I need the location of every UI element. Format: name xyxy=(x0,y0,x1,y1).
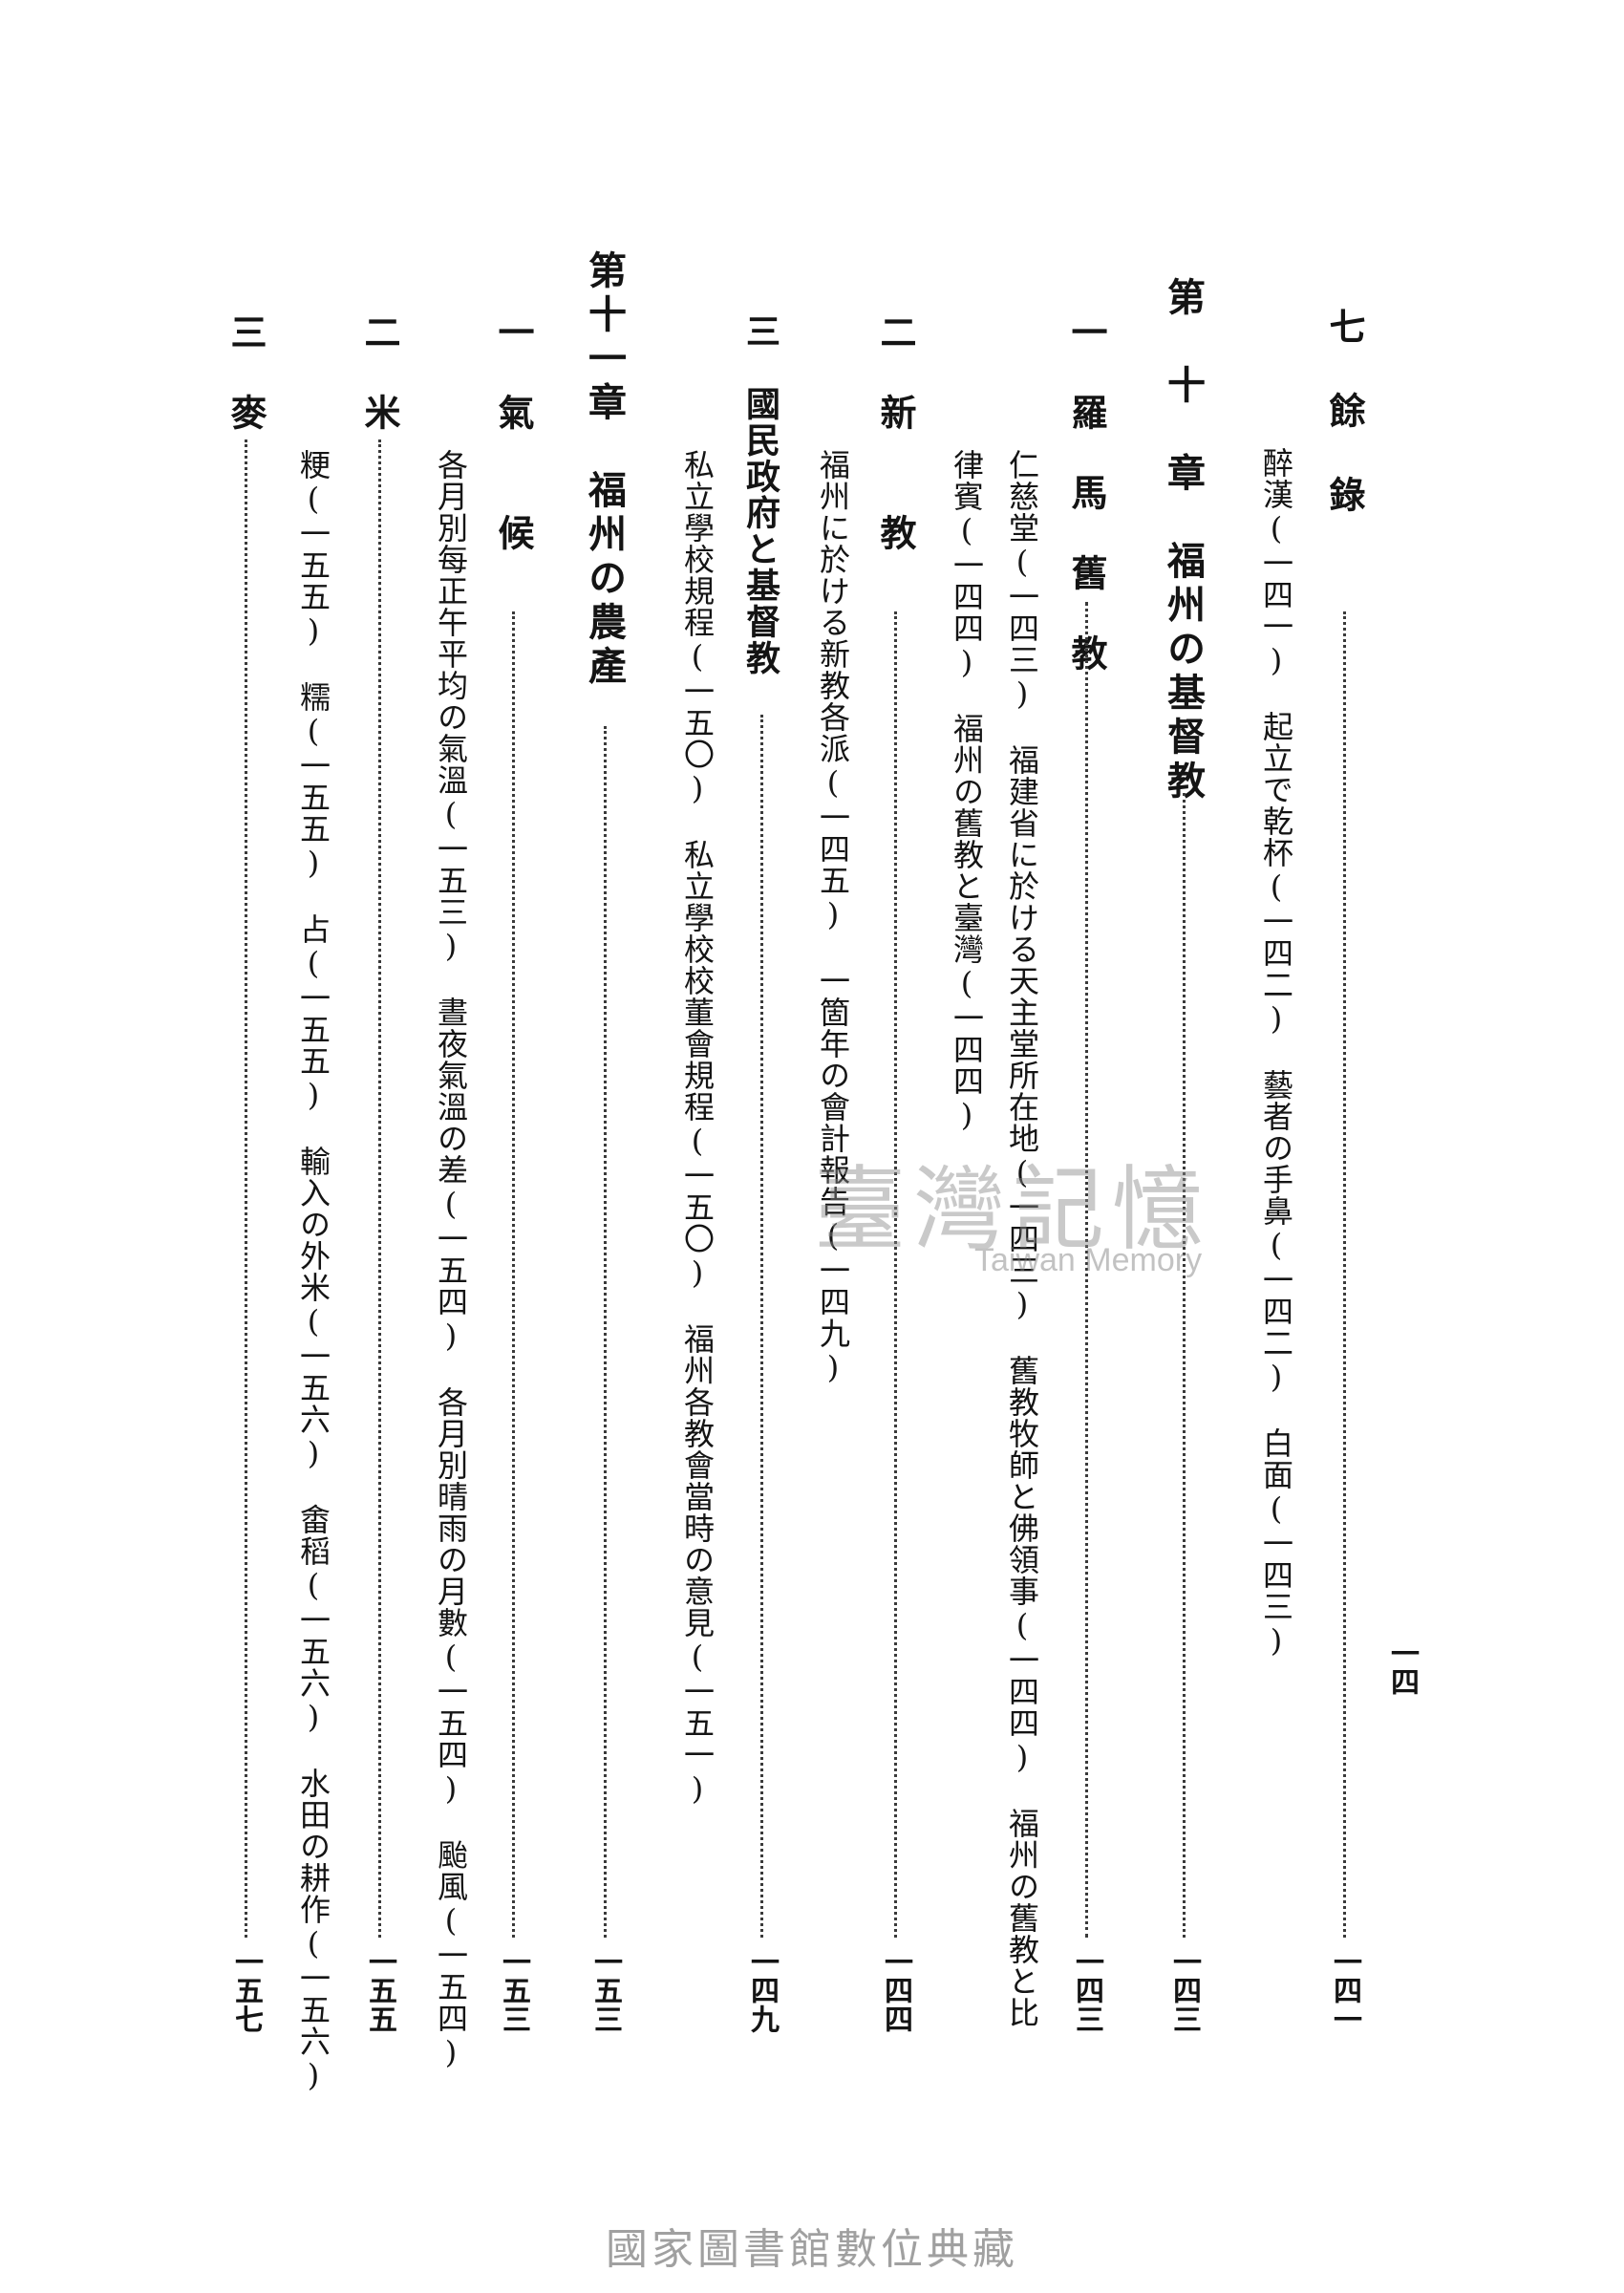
toc-entry-page: 一五七 xyxy=(229,1947,263,2033)
toc-entry-page: 一四九 xyxy=(745,1947,779,2033)
toc-entry-page: 一五三 xyxy=(588,1947,622,2033)
page-number: 一四 xyxy=(1385,1639,1419,1696)
toc-section-title: 三 麥 xyxy=(224,313,267,434)
toc-chapter-title: 第 十 章 福州の基督教 xyxy=(1161,277,1206,804)
toc-leader-dots xyxy=(1343,611,1346,1938)
toc-leader-dots xyxy=(512,611,515,1938)
toc-section-title: 二 米 xyxy=(358,313,401,434)
toc-section-title: 二 新 教 xyxy=(874,313,917,554)
toc-section-title: 一 氣 候 xyxy=(492,313,535,554)
toc-subentries: 福州に於ける新教各派(一四五) 一箇年の會計報告(一四九) xyxy=(815,449,851,1386)
toc-leader-dots xyxy=(894,611,897,1938)
toc-entry-page: 一四一 xyxy=(1328,1947,1361,2033)
toc-subentries: 醉漢(一四一) 起立で乾杯(一四二) 藝者の手鼻(一四二) 白面(一四三) xyxy=(1258,447,1294,1660)
toc-subentries: 仁慈堂(一四三) 福建省に於ける天主堂所在地(一四三) 舊教牧師と佛領事(一四四… xyxy=(1004,449,1040,2028)
toc-chapter-title: 第十一章 福州の農產 xyxy=(582,250,627,690)
footer-archive-label: 國家圖書館數位典藏 xyxy=(606,2225,1018,2274)
toc-subentries: 各月別每正午平均の氣溫(一五三) 晝夜氣溫の差(一五四) 各月別晴雨の月數(一五… xyxy=(433,449,469,2071)
toc-leader-dots xyxy=(245,439,247,1938)
toc-leader-dots xyxy=(1085,602,1088,1938)
toc-entry-page: 一五五 xyxy=(363,1947,396,2033)
toc-entry-title: 七 餘 錄 xyxy=(1323,308,1366,518)
toc-entry-page: 一四三 xyxy=(1167,1947,1201,2033)
toc-entry-page: 一四四 xyxy=(879,1947,912,2033)
toc-leader-dots xyxy=(1183,793,1186,1938)
taiwan-memory-watermark: 臺灣記憶 Taiwan Memory xyxy=(814,1135,1311,1288)
toc-section-title: 三 國民政府と基督教 xyxy=(740,313,780,676)
toc-leader-dots xyxy=(378,439,381,1938)
toc-leader-dots xyxy=(604,726,607,1938)
toc-subentries: 律賓(一四四) 福州の舊教と臺灣(一四四) xyxy=(949,449,985,1134)
toc-entry-page: 一四三 xyxy=(1070,1947,1103,2033)
toc-entry-page: 一五三 xyxy=(497,1947,530,2033)
toc-subentries: 私立學校規程(一五〇) 私立學校校董會規程(一五〇) 福州各教會當時の意見(一五… xyxy=(679,449,716,1808)
toc-leader-dots xyxy=(760,715,763,1938)
toc-subentries: 粳(一五五) 糯(一五五) 占(一五五) 輸入の外米(一五六) 畬稻(一五六) … xyxy=(295,449,331,2094)
